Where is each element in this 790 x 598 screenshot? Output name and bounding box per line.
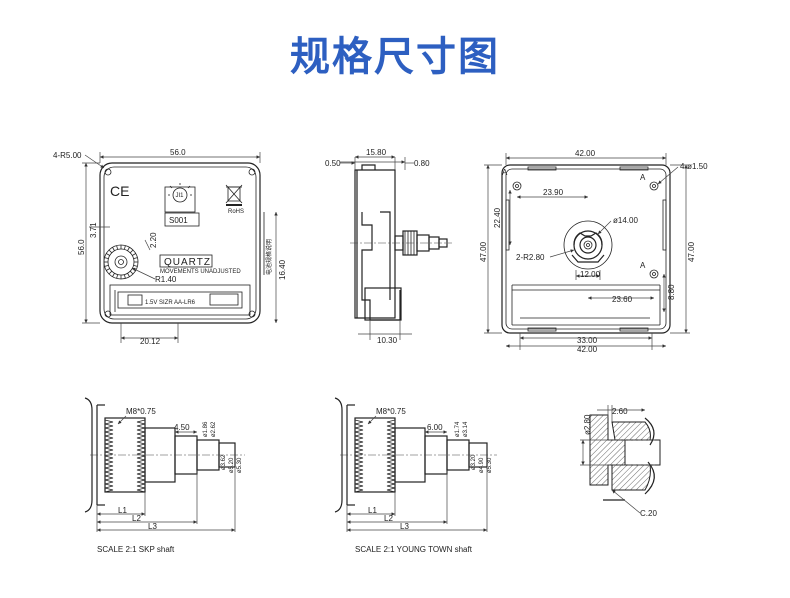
side-dim-050: 0.50 [325,159,341,168]
skp-l3: L3 [148,522,157,531]
front-height-dim: 56.0 [77,239,86,255]
yt-dim-phi314: ø3.14 [463,421,469,437]
battery-label: 1.5V SIZR AA-LR6 [145,300,196,306]
battery-side-note: 电池规格说明 [265,239,273,275]
back-dim-4200-top: 42.00 [575,149,596,158]
detail-dim-phi280: ø2.80 [583,414,592,435]
skp-dim-450: 4.50 [174,423,190,432]
recycle-bin-icon [225,184,243,206]
side-dim-080: 0.80 [414,159,430,168]
front-dim-1640: 16.40 [278,259,287,280]
skp-l1: L1 [118,506,127,515]
skp-dim-phi520: ø5.20 [229,457,235,473]
yt-dim-phi490: ø4.90 [479,457,485,473]
back-mark-a-1: A [502,168,508,177]
skp-dim-phi362: ø3.62 [221,454,227,470]
ce-mark: CE [110,183,129,199]
front-dim-r140: R1.40 [155,275,177,284]
side-dim-1030: 10.30 [377,336,398,345]
back-view: A A A 42.00 4-ø1.50 23.90 22.40 47.00 47… [479,149,708,354]
front-dim-371: 3.71 [89,222,98,238]
sun-icon [172,187,188,203]
detail-dim-c20: C.20 [640,509,657,518]
side-dim-1580: 15.80 [366,148,387,157]
front-dim-220: 2.20 [149,232,158,248]
back-dim-phi14: ø14.00 [613,216,638,225]
back-dim-4700-left: 47.00 [479,241,488,262]
back-dim-2r280: 2-R2.80 [516,253,545,262]
yt-caption: SCALE 2:1 YOUNG TOWN shaft [355,545,473,554]
back-dim-4200-bot: 42.00 [577,345,598,354]
rohs-mark: RoHS [228,209,244,215]
back-outline [501,164,671,334]
battery-compartment [109,284,251,316]
skp-dim-phi186: ø1.86 [203,421,209,437]
quartz-label: QUARTZ [164,257,211,268]
page-title: 规格尺寸图 [290,34,500,80]
front-dim-2012: 20.12 [140,337,161,346]
skp-caption: SCALE 2:1 SKP shaft [97,545,175,554]
back-mark-a-3: A [640,261,646,270]
yt-dim-600: 6.00 [427,423,443,432]
yt-l3: L3 [400,522,409,531]
front-outline [99,162,261,324]
skp-l2: L2 [132,514,141,523]
yt-dim-phi320: ø3.20 [471,454,477,470]
back-dim-2390: 23.90 [543,188,564,197]
yt-thread-dim: M8*0.75 [376,407,406,416]
back-dim-880: 8.80 [667,284,676,300]
model-number: S001 [169,216,188,225]
skp-dim-phi530: ø5.30 [237,457,243,473]
back-dim-3300: 33.00 [577,336,598,345]
hole-detail-view: 2.60 ø2.80 C.20 [580,405,661,518]
yt-dim-phi174: ø1.74 [455,421,461,437]
back-dim-hole: 4-ø1.50 [680,162,708,171]
front-corner-radius-dim: 4-R5.00 [53,151,82,160]
yt-l2: L2 [384,514,393,523]
front-width-dim: 56.0 [170,148,186,157]
young-town-shaft-view: M8*0.75 6.00 ø1.74 ø3.14 ø3.20 ø4.90 ø5.… [334,397,497,554]
skp-thread-dim: M8*0.75 [126,407,156,416]
skp-shaft-view: M8*0.75 4.50 ø1.86 ø2.62 ø3.62 ø5.20 ø5.… [84,397,245,554]
jis-mark: JI1 [176,193,185,199]
front-view: CE JI1 S001 RoHS 电池规格说明 QUART [53,148,287,346]
back-dim-4700-right: 47.00 [687,241,696,262]
back-mark-a-2: A [640,173,646,182]
back-dim-2360: 23.60 [612,295,633,304]
skp-dim-phi262: ø2.62 [211,421,217,437]
yt-l1: L1 [368,506,377,515]
side-view: 15.80 0.50 0.80 10.30 [325,148,452,345]
movement-text: MOVEMENTS UNADJUSTED [160,269,241,275]
detail-dim-260: 2.60 [612,407,628,416]
back-dim-1200: 12.00 [580,270,601,279]
yt-dim-phi530: ø5.30 [487,457,493,473]
back-dim-2240: 22.40 [493,207,502,228]
